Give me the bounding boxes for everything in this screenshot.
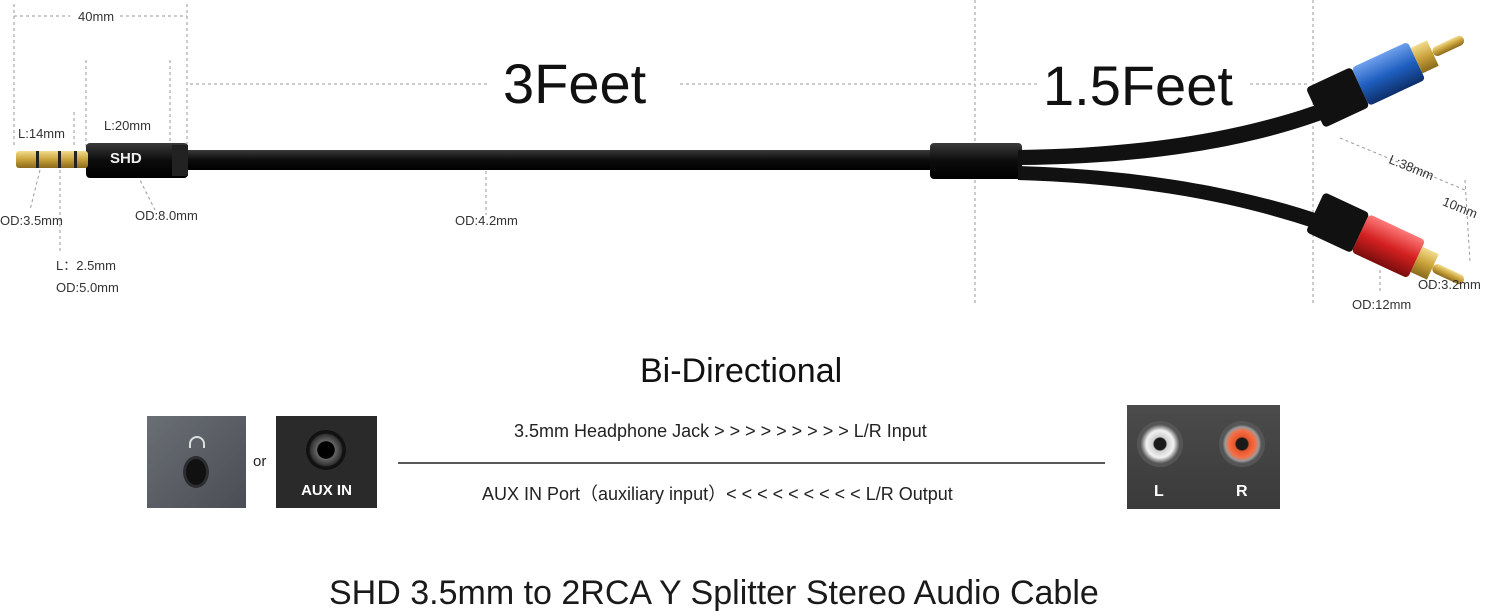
dim-ring-length: L：2.5mm: [56, 258, 116, 273]
jack-port-icon: [183, 456, 209, 488]
flow-line-top: 3.5mm Headphone Jack > > > > > > > > > L…: [514, 421, 927, 441]
dim-body-length: L:20mm: [104, 118, 151, 133]
main-cable: [185, 150, 935, 170]
dim-plug-od: OD:3.5mm: [0, 213, 63, 228]
guide-lines: [13, 0, 1471, 305]
aux-port-icon: [306, 430, 346, 470]
section-heading: Bi-Directional: [640, 352, 843, 390]
product-title: SHD 3.5mm to 2RCA Y Splitter Stereo Audi…: [329, 574, 1099, 612]
dim-cable-od: OD:4.2mm: [455, 213, 518, 228]
rca-plug-blue: [1307, 35, 1465, 127]
branch-cable-top: [1018, 100, 1330, 165]
dim-rca-pin-od: OD:3.2mm: [1418, 277, 1481, 292]
flow-line-bottom: AUX IN Port（auxiliary input）< < < < < < …: [482, 484, 953, 504]
dim-ring-od: OD:5.0mm: [56, 280, 119, 295]
rca-sockets-image: L R: [1127, 405, 1280, 509]
dim-total-length: 40mm: [78, 9, 115, 24]
rca-plug-red: [1307, 193, 1465, 285]
headphone-icon: [189, 436, 205, 448]
rca-right-label: R: [1236, 483, 1248, 500]
dim-tip-length: L:14mm: [18, 126, 65, 141]
brand-logo-plug: SHD: [110, 150, 142, 167]
aux-plug: [16, 143, 188, 178]
dim-rca-od: OD:12mm: [1352, 297, 1412, 312]
rca-socket-icon: [1219, 421, 1265, 467]
dim-main-length: 3Feet: [503, 52, 647, 115]
rca-left-label: L: [1154, 483, 1164, 500]
aux-label: AUX IN: [301, 482, 352, 499]
branch-cable-bottom: [1018, 166, 1330, 234]
headphone-jack-image: [147, 416, 246, 508]
splitter-block: [930, 143, 1022, 179]
rca-socket-icon: [1137, 421, 1183, 467]
dim-branch-length: 1.5Feet: [1043, 54, 1233, 117]
aux-in-image: AUX IN: [276, 416, 377, 508]
or-label: or: [253, 453, 267, 470]
dim-housing-od: OD:8.0mm: [135, 208, 198, 223]
